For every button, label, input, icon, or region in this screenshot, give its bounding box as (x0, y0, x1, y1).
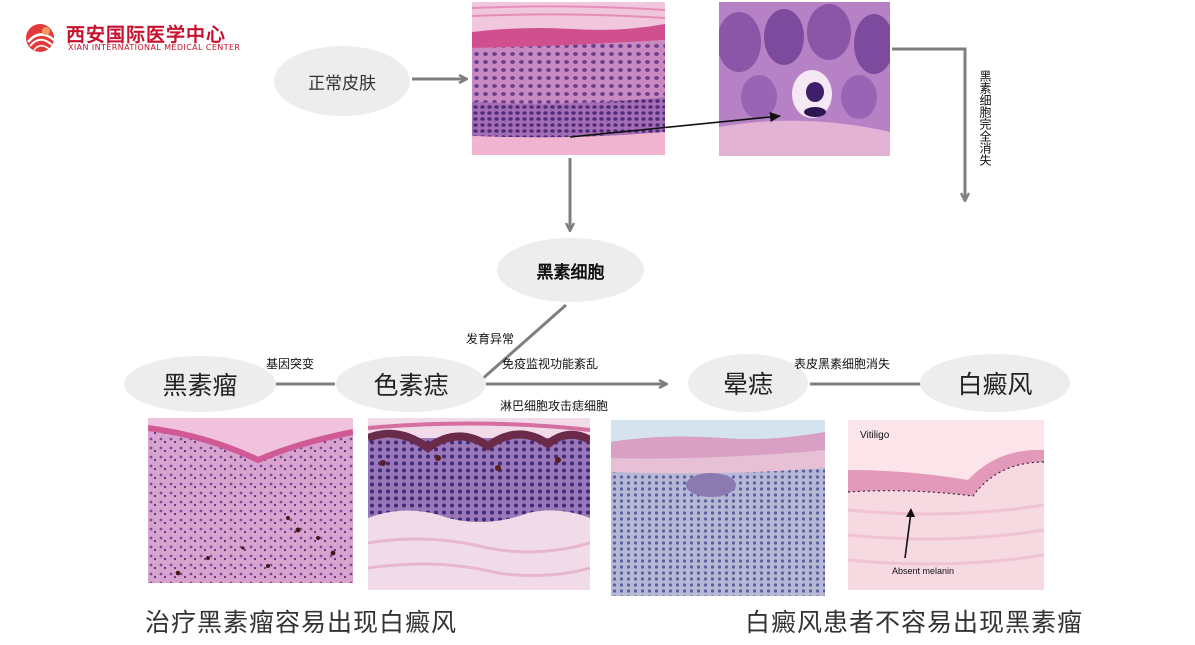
label-immune-disorder: 免疫监视功能紊乱 (502, 357, 599, 371)
node-halo-nevus: 晕痣 (688, 354, 808, 412)
vitiligo-histology-image: Vitiligo Absent melanin (848, 420, 1044, 590)
node-normal-skin: 正常皮肤 (274, 46, 410, 116)
node-nevus: 色素痣 (336, 356, 486, 412)
label-epidermal-melanocyte-loss: 表皮黑素细胞消失 (794, 357, 891, 371)
halo-nevus-histology-image (611, 420, 825, 596)
caption-left: 治疗黑素瘤容易出现白癜风 (145, 608, 458, 637)
label-melanocyte-disappear: 黑素细胞完全消失 (978, 70, 992, 166)
node-melanocyte: 黑素细胞 (497, 238, 644, 302)
logo-emblem-icon (26, 24, 55, 52)
normal-skin-histology-image (472, 2, 665, 155)
label-dysplasia: 发育异常 (466, 332, 515, 346)
caption-right: 白癜风患者不容易出现黑素瘤 (745, 608, 1084, 637)
arrow-closeup-to-disappear (892, 47, 965, 200)
melanocyte-closeup-image (719, 2, 890, 156)
melanoma-histology-image (148, 418, 353, 583)
node-vitiligo: 白癜风 (920, 354, 1070, 412)
node-melanoma: 黑素瘤 (124, 356, 276, 412)
absent-melanin-label: Absent melanin (892, 566, 955, 576)
label-lymphocyte-attack: 淋巴细胞攻击痣细胞 (500, 399, 609, 413)
logo-name-cn: 西安国际医学中心 (66, 24, 227, 46)
label-gene-mutation: 基因突变 (266, 357, 315, 371)
vitiligo-title-label: Vitiligo (860, 430, 890, 441)
logo-name-en: XIAN INTERNATIONAL MEDICAL CENTER (68, 43, 241, 52)
logo: 西安国际医学中心 XIAN INTERNATIONAL MEDICAL CENT… (22, 20, 282, 56)
nevus-histology-image (368, 418, 590, 590)
